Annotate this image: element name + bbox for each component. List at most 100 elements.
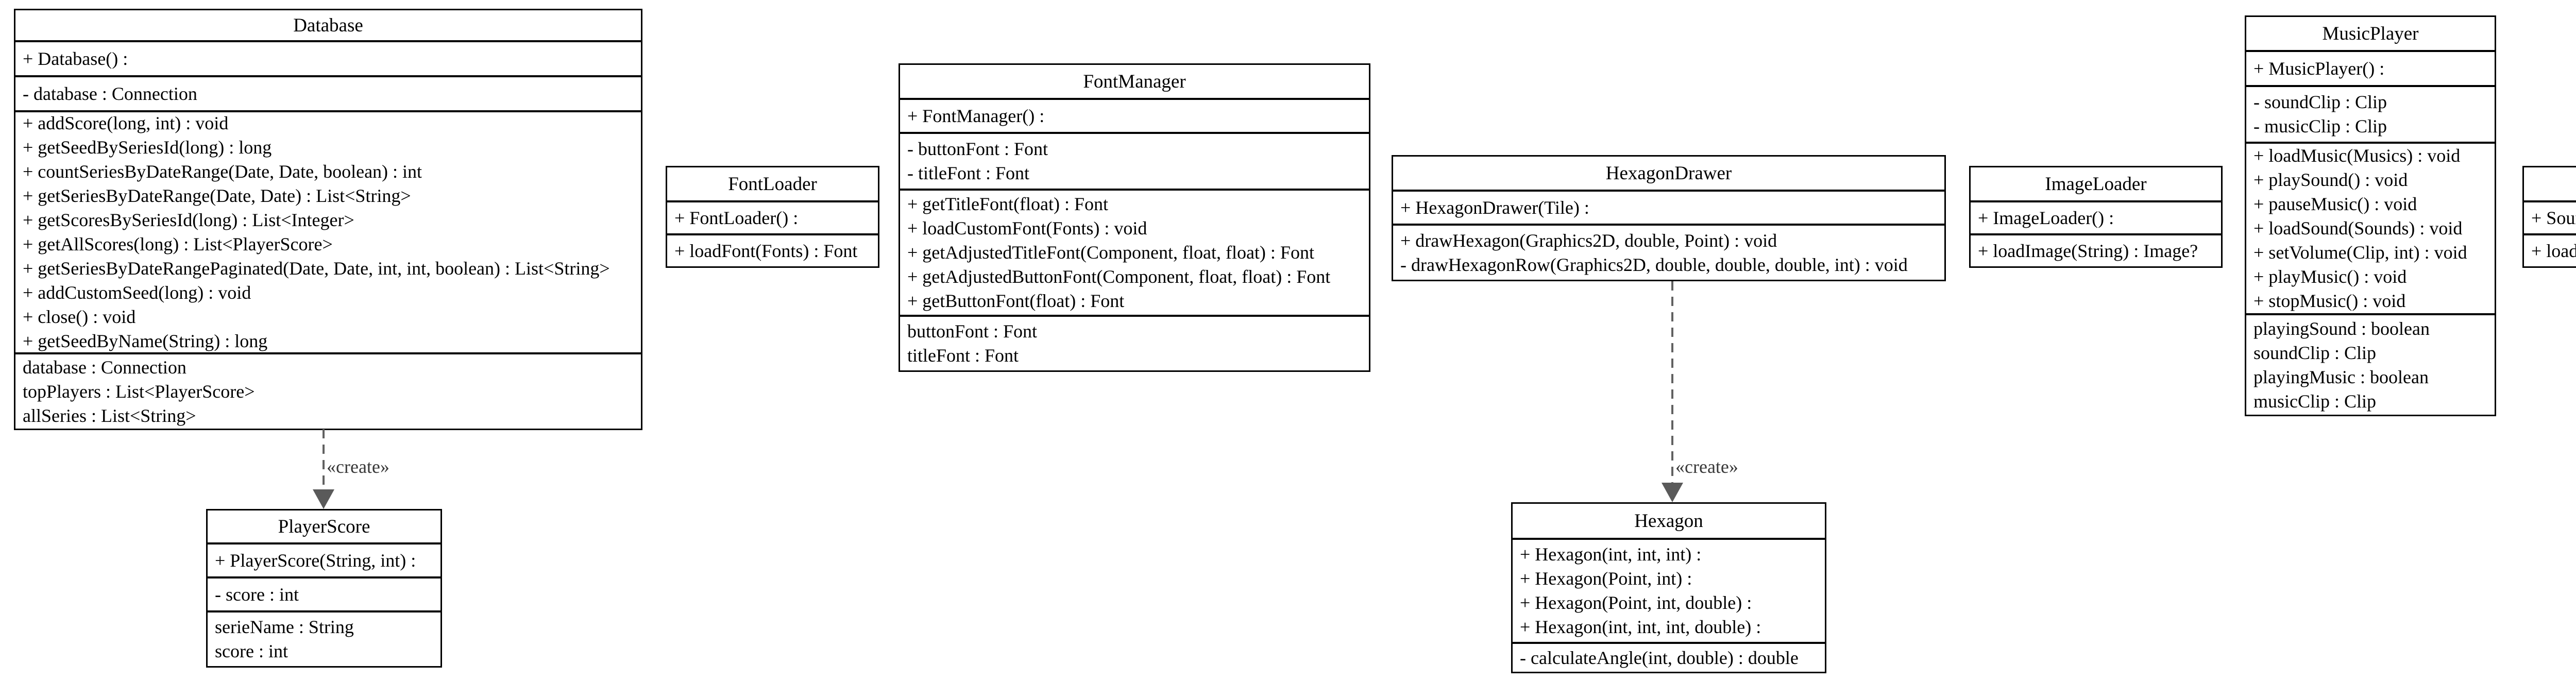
member-line: + pauseMusic() : void [2253, 194, 2417, 214]
class-member-compartment: + SoundLoader() : [2524, 200, 2576, 233]
member-line: serieName : String [215, 617, 354, 637]
class-title-compartment: Hexagon [1513, 504, 1825, 538]
class-name: Hexagon [1634, 510, 1703, 532]
class-fontmanager: FontManager + FontManager() : - buttonFont… [899, 63, 1370, 372]
class-fontloader: FontLoader + FontLoader() : + loadFont(Fon… [666, 166, 879, 268]
member-line: + Hexagon(Point, int) : [1520, 568, 1692, 589]
member-line: + MusicPlayer() : [2253, 58, 2385, 79]
member-line: + playMusic() : void [2253, 266, 2407, 287]
class-member-compartment: + addScore(long, int) : void + getSeedByS… [15, 110, 641, 352]
member-line: musicClip : Clip [2253, 390, 2377, 412]
member-line: + setVolume(Clip, int) : void [2253, 242, 2467, 263]
class-hexagon: Hexagon+ Hexagon(int, int, int) :+ Hexag… [1511, 502, 1826, 673]
member-line: + loadFont(Fonts) : Font [674, 240, 858, 261]
member-line: + getSeriesByDateRange(Date, Date) : Lis… [23, 185, 411, 206]
class-name: ImageLoader [2045, 173, 2147, 195]
class-member-compartment: + ImageLoader() : [1971, 200, 2221, 233]
member-line: + stopMusic() : void [2253, 291, 2406, 311]
class-member-compartment: - database : Connection [15, 75, 641, 110]
member-line: + getSeedBySeriesId(long) : long [23, 137, 272, 158]
member-line: + drawHexagon(Graphics2D, double, Point)… [1400, 230, 1777, 251]
class-member-compartment: + HexagonDrawer(Tile) : [1393, 190, 1944, 224]
class-title-compartment: MusicPlayer [2246, 17, 2495, 50]
class-member-compartment: + FontManager() : [900, 98, 1369, 132]
class-member-compartment: + Hexagon(int, int, int) : + Hexagon(Poin… [1513, 538, 1825, 642]
member-line: + playSound() : void [2253, 169, 2408, 190]
class-name: MusicPlayer [2322, 23, 2419, 44]
class-name: FontManager [1083, 71, 1186, 92]
member-line: - drawHexagonRow(Graphics2D, double, dou… [1400, 254, 1908, 275]
member-line: buttonFont : Font [907, 321, 1038, 342]
member-line: + getSeedByName(String) : long [23, 331, 268, 351]
member-line: - calculateAngle(int, double) : double [1520, 647, 1799, 668]
dependency-edge-line [1671, 281, 1673, 486]
member-line: - database : Connection [23, 83, 197, 104]
member-line: + loadCustomFont(Fonts) : void [907, 218, 1147, 239]
stereotype-label: «create» [1675, 456, 1738, 477]
member-line: + PlayerScore(String, int) : [215, 550, 416, 571]
member-line: + loadMusic(Musics) : void [2253, 145, 2461, 166]
member-line: playingMusic : boolean [2253, 366, 2429, 387]
class-member-compartment: - buttonFont : Font- titleFont : Font [900, 132, 1369, 189]
class-name: PlayerScore [278, 516, 370, 537]
member-line: + loadImage(String) : Image? [1978, 240, 2198, 261]
member-line: + Database() : [23, 48, 128, 69]
class-musicplayer: MusicPlayer + MusicPlayer() : - soundClip … [2245, 15, 2496, 416]
class-title-compartment: FontLoader [667, 167, 878, 200]
class-member-compartment: serieName : String score : int [208, 610, 440, 666]
member-line: + getAdjustedTitleFont(Component, float,… [907, 242, 1314, 263]
class-member-compartment: + loadFont(Fonts) : Font [667, 233, 878, 266]
member-line: + addScore(long, int) : void [23, 113, 229, 133]
member-line: - score : int [215, 584, 299, 605]
member-line: + getSeriesByDateRangePaginated(Date, Da… [23, 258, 610, 279]
member-line: + Hexagon(int, int, int) : [1520, 544, 1702, 565]
class-member-compartment: database : Connection topPlayers : List<P… [15, 352, 641, 429]
class-name: FontLoader [728, 173, 817, 195]
class-title-compartment: FontManager [900, 65, 1369, 98]
member-line: + close() : void [23, 307, 136, 327]
member-line: + FontManager() : [907, 105, 1045, 126]
class-title-compartment: HexagonDrawer [1393, 157, 1944, 190]
member-line: + Hexagon(int, int, int, double) : [1520, 617, 1761, 637]
class-member-compartment: + drawHexagon(Graphics2D, double, Point)… [1393, 224, 1944, 280]
class-imageloader: ImageLoader + ImageLoader() : + loadImage(… [1969, 166, 2223, 268]
member-line: database : Connection [23, 356, 187, 378]
member-line: + loadSound(Sounds) : void [2253, 218, 2463, 239]
class-title-compartment: ImageLoader [1971, 167, 2221, 200]
member-line: + loadMusic(String) : Clip? [2531, 240, 2576, 261]
class-member-compartment: + MusicPlayer() : [2246, 50, 2495, 85]
class-member-compartment: + loadMusic(Musics) : void + playSound() … [2246, 142, 2495, 313]
class-database: Database + Database() : - database : Conne… [14, 9, 642, 430]
member-line: + getScoresBySeriesId(long) : List<Integ… [23, 210, 354, 230]
member-line: + getAllScores(long) : List<PlayerScore> [23, 234, 333, 254]
member-line: + ImageLoader() : [1978, 207, 2114, 228]
member-line: + getButtonFont(float) : Font [907, 291, 1125, 311]
class-member-compartment: + getTitleFont(float) : Font + loadCustom… [900, 189, 1369, 315]
member-line: allSeries : List<String> [23, 405, 196, 426]
member-line: - soundClip : Clip [2253, 92, 2387, 112]
arrowhead-down-icon [313, 489, 334, 509]
member-line: titleFont : Font [907, 345, 1019, 366]
class-member-compartment: buttonFont : Font titleFont : Font [900, 315, 1369, 370]
class-member-compartment: + PlayerScore(String, int) : [208, 542, 440, 576]
class-soundloader: SoundLoader+ SoundLoader() :+ loadMusic(… [2522, 166, 2576, 268]
member-line: + HexagonDrawer(Tile) : [1400, 197, 1589, 218]
member-line: - titleFont : Font [907, 163, 1030, 183]
member-line: score : int [215, 641, 288, 661]
dependency-edge-line [323, 429, 325, 492]
class-name: Database [293, 14, 363, 36]
class-member-compartment: + FontLoader() : [667, 200, 878, 233]
member-line: + countSeriesByDateRange(Date, Date, boo… [23, 161, 422, 182]
class-member-compartment: - soundClip : Clip- musicClip : Clip [2246, 85, 2495, 142]
member-line: soundClip : Clip [2253, 342, 2377, 363]
class-member-compartment: - calculateAngle(int, double) : double [1513, 642, 1825, 672]
member-line: + Hexagon(Point, int, double) : [1520, 592, 1752, 613]
class-hexagondrawer: HexagonDrawer + HexagonDrawer(Tile) : + dr… [1392, 155, 1946, 281]
member-line: topPlayers : List<PlayerScore> [23, 381, 255, 402]
class-title-compartment: Database [15, 10, 641, 40]
stereotype-label: «create» [327, 456, 389, 477]
member-line: + getTitleFont(float) : Font [907, 194, 1108, 214]
class-playerscore: PlayerScore + PlayerScore(String, int) : -… [206, 509, 442, 668]
